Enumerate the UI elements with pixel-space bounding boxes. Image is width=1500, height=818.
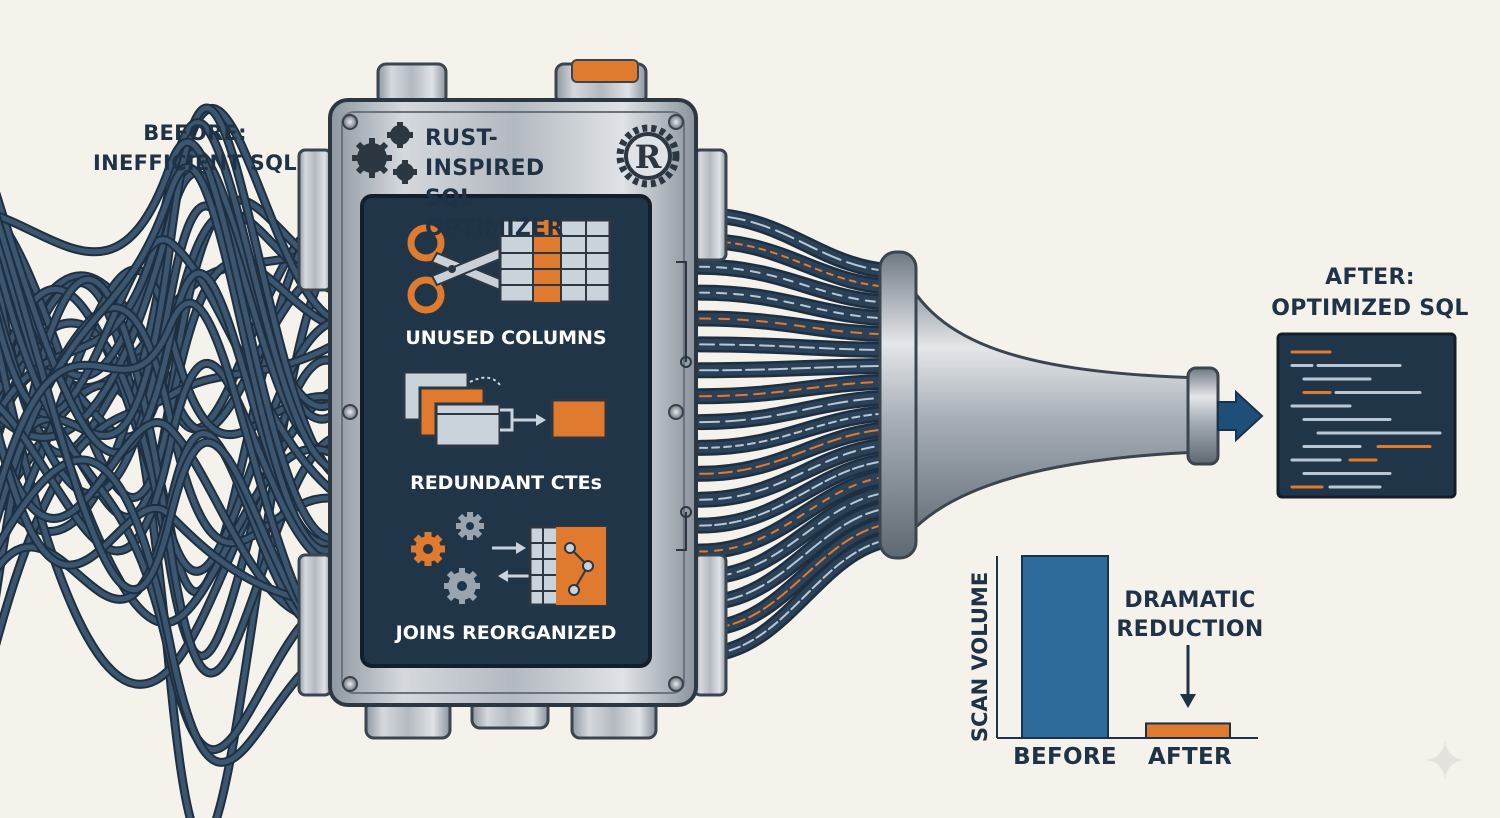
code-dash [699, 291, 906, 320]
tangled-cable [0, 219, 338, 649]
code-dash [699, 239, 906, 289]
tangled-cable [0, 457, 338, 765]
side-connector-right-top [692, 148, 728, 262]
arrow-right-icon [1217, 389, 1264, 443]
tangled-cable [0, 420, 338, 621]
step-caption-joins-reorganized: JOINS REORGANIZED [395, 622, 617, 644]
code-dash [699, 317, 906, 336]
code-dash [699, 214, 906, 273]
before-label-line2: INEFFICIENT SQL [93, 151, 297, 175]
optimized-sql-cables [692, 207, 913, 663]
side-connector-right-bottom [692, 553, 728, 697]
after-label-line1: AFTER: [1325, 265, 1415, 290]
code-dash [699, 490, 906, 579]
funnel-nozzle [1186, 366, 1220, 466]
chart-y-axis-label: SCAN VOLUME [968, 571, 992, 743]
funnel [878, 250, 1264, 560]
arrow-down-icon [1180, 694, 1196, 708]
tangled-sql-cables [0, 103, 340, 818]
tangled-cable [0, 431, 338, 610]
code-dash [699, 443, 906, 501]
funnel-rim [878, 250, 918, 560]
bar-before [1021, 555, 1109, 739]
code-dash [699, 474, 906, 553]
table-columns-icon [498, 218, 612, 304]
before-label-line1: BEFORE: [143, 121, 247, 145]
step-caption-redundant-ctes: REDUNDANT CTEs [410, 472, 602, 494]
optimizer-title: RUST-INSPIRED SQL OPTIMIZER [425, 124, 615, 244]
chart-category-before: BEFORE [1013, 744, 1117, 770]
optimizer-box: R [297, 59, 728, 740]
sparkle-icon [1426, 740, 1464, 780]
tangled-cable [0, 300, 338, 655]
step-caption-unused-columns: UNUSED COLUMNS [405, 327, 607, 349]
tangled-cable [0, 139, 338, 542]
tangled-cable [0, 361, 338, 568]
tangled-cable [0, 165, 338, 553]
scan-volume-chart [996, 555, 1258, 740]
code-dash [699, 343, 906, 352]
output-cable-fill [694, 376, 911, 402]
code-dash [699, 265, 906, 305]
chart-category-after: AFTER [1147, 744, 1233, 770]
box-bolts [342, 114, 684, 692]
code-dash [699, 537, 906, 656]
code-dash [699, 458, 906, 527]
gears-table-icon [411, 512, 608, 607]
rust-logo-icon: R [616, 124, 680, 188]
code-dash [699, 427, 906, 475]
rust-logo-letter: R [635, 138, 662, 176]
gears-icon [352, 122, 417, 184]
top-connector-cap [571, 59, 639, 83]
chart-annotation: DRAMATIC REDUCTION [1116, 588, 1264, 642]
after-label: AFTER: OPTIMIZED SQL [1270, 262, 1470, 324]
code-dash [699, 396, 906, 424]
optimized-code-window [1276, 332, 1457, 499]
optimizer-title-line1: RUST-INSPIRED [425, 126, 545, 181]
after-label-line2: OPTIMIZED SQL [1271, 296, 1469, 321]
merge-windows-icon [402, 370, 608, 448]
code-dash [699, 521, 906, 631]
code-dash [699, 364, 906, 372]
code-dash [699, 411, 906, 449]
before-label: BEFORE: INEFFICIENT SQL [70, 118, 320, 178]
code-dash [699, 505, 906, 605]
optimizer-title-line2: SQL OPTIMIZER [425, 186, 564, 241]
tangled-cable [0, 170, 338, 453]
side-connector-left-bottom [297, 553, 333, 697]
bar-after [1145, 722, 1231, 740]
code-lines [1290, 350, 1442, 489]
